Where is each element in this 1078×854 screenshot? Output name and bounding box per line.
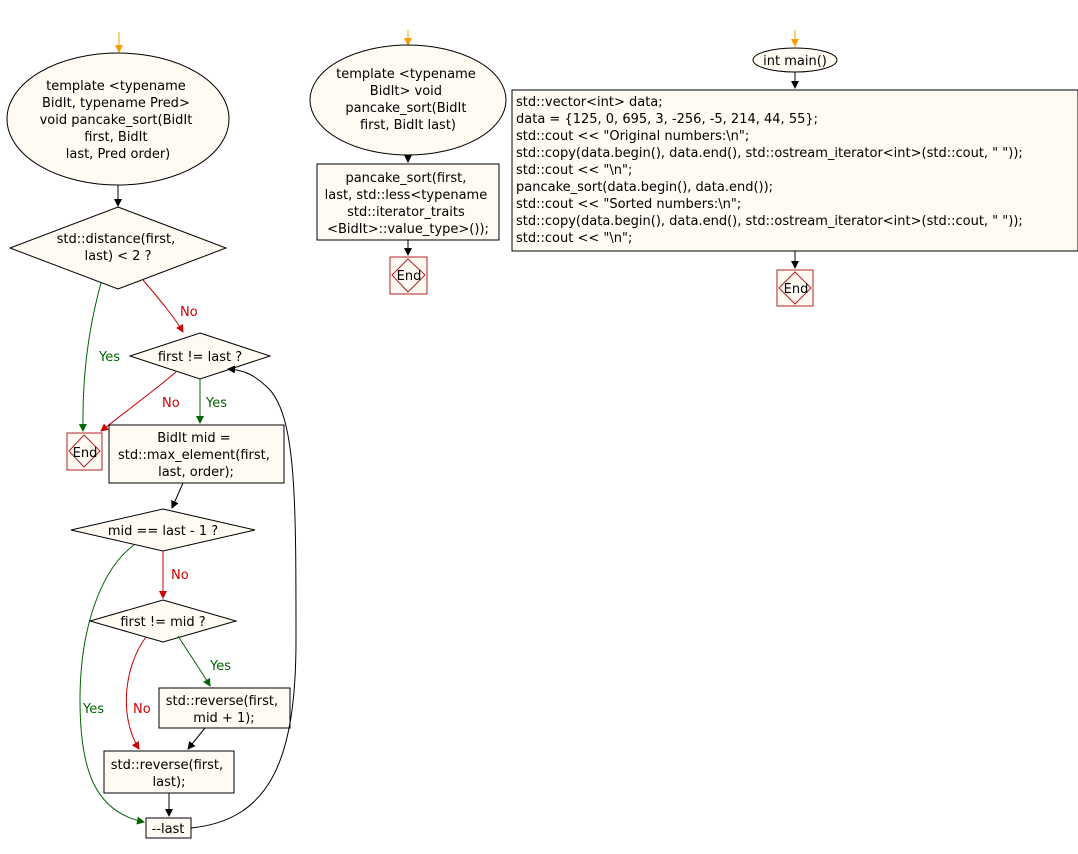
node-text-line: last, Pred order) (66, 147, 171, 162)
node-text-line: void pancake_sort(BidIt (40, 113, 193, 128)
node-text-line: first, BidIt last) (360, 118, 456, 133)
svg-text:std::distance(first, l: std::distance(first, last) < 2 ? (57, 232, 180, 264)
code-line: std::cout << "Sorted numbers:\n"; (516, 197, 741, 212)
node-text-line: mid + 1); (193, 711, 254, 726)
node-text-line: first != last ? (158, 350, 242, 365)
node-text-line: first, BidIt (84, 130, 147, 145)
start-node-pancake-sort-pred[interactable]: template <typename BidIt, typename Pred>… (6, 52, 230, 186)
code-line: pancake_sort(data.begin(), data.end()); (516, 180, 773, 195)
edge-label-no: No (180, 305, 198, 320)
edge-label-yes: Yes (82, 702, 104, 717)
edge-label-no: No (162, 396, 180, 411)
edge-label-yes: Yes (209, 659, 231, 674)
edge-label-no: No (171, 568, 189, 583)
code-line: std::vector<int> data; (516, 95, 663, 110)
edge-distance-yes (78, 282, 102, 432)
edge-loop-back (190, 365, 297, 829)
start-node-main[interactable]: int main() (752, 47, 838, 73)
code-line: std::cout << "\n"; (516, 231, 632, 246)
edge-label-no: No (133, 702, 151, 717)
svg-text:first != mid ?: first != mid ? (120, 615, 205, 630)
end-label: End (784, 282, 809, 297)
svg-text:std::vector<int> data;: std::vector<int> data; data = {125, 0, 6… (516, 95, 1027, 246)
decision-first-not-equal-mid[interactable]: first != mid ? (88, 599, 238, 643)
node-text-line: last) < 2 ? (85, 249, 152, 264)
decision-first-not-equal-last[interactable]: first != last ? (128, 332, 272, 380)
svg-text:mid == last - 1 ?: mid == last - 1 ? (108, 524, 218, 539)
edge-distance-no (142, 279, 184, 333)
node-text-line: mid == last - 1 ? (108, 524, 218, 539)
node-text-line: first != mid ? (120, 615, 205, 630)
end-label: End (397, 269, 422, 284)
decision-mid-equals-last-minus-1[interactable]: mid == last - 1 ? (70, 508, 256, 552)
edge-label-yes: Yes (205, 396, 227, 411)
node-text-line: std::reverse(first, (166, 694, 278, 709)
edge-first-mid-no (125, 636, 147, 750)
flowchart-middle: template <typename BidIt> void pancake_s… (309, 30, 507, 295)
svg-text:template <typename Bid: template <typename BidIt> void pancake_s… (336, 67, 480, 133)
svg-text:BidIt mid = std::max_e: BidIt mid = std::max_element(first, last… (118, 431, 274, 480)
svg-text:first != last ?: first != last ? (158, 350, 242, 365)
process-reverse-last[interactable]: std::reverse(first, last); (103, 750, 235, 794)
node-text-line: std::reverse(first, (111, 758, 223, 773)
node-text-line: template <typename (336, 67, 476, 82)
node-text-line: pancake_sort(first, (345, 171, 466, 186)
code-line: std::cout << "\n"; (516, 163, 632, 178)
edge-mid-to-decision (171, 482, 184, 509)
end-node-middle[interactable]: End (389, 256, 428, 295)
process-reverse-mid-plus-1[interactable]: std::reverse(first, mid + 1); (158, 687, 291, 729)
process-decrement-last[interactable]: --last (145, 817, 192, 839)
code-line: std::copy(data.begin(), data.end(), std:… (516, 146, 1023, 161)
node-text-line: std::max_element(first, (118, 448, 270, 463)
edge-reverse-mid-to-reverse-last (187, 727, 206, 750)
flowchart-left: template <typename BidIt, typename Pred>… (6, 32, 297, 839)
code-line: data = {125, 0, 695, 3, -256, -5, 214, 4… (516, 112, 818, 127)
node-text-line: last); (153, 775, 186, 790)
svg-text:std::reverse(first, mi: std::reverse(first, mid + 1); (166, 694, 283, 726)
node-text-line: BidIt mid = (157, 431, 230, 446)
decision-distance-less-than-2[interactable]: std::distance(first, last) < 2 ? (8, 206, 228, 290)
edge-label-yes: Yes (98, 350, 120, 365)
process-mid-max-element[interactable]: BidIt mid = std::max_element(first, last… (108, 424, 285, 484)
flowchart-right: int main() std::vector<int> data; data =… (511, 30, 1078, 307)
node-text-line: BidIt, typename Pred> (42, 96, 190, 111)
node-text-line: last, order); (158, 465, 234, 480)
svg-text:pancake_sort(first, la: pancake_sort(first, last, std::less<type… (325, 171, 492, 237)
code-line: std::copy(data.begin(), data.end(), std:… (516, 214, 1023, 229)
node-text-line: template <typename (46, 79, 186, 94)
edge-first-mid-yes (177, 635, 211, 687)
node-text-line: <BidIt>::value_type>()); (327, 222, 489, 237)
start-node-pancake-sort[interactable]: template <typename BidIt> void pancake_s… (309, 44, 507, 156)
node-text-line: pancake_sort(BidIt (345, 101, 466, 116)
process-main-body[interactable]: std::vector<int> data; data = {125, 0, 6… (511, 89, 1078, 252)
node-text-line: int main() (763, 54, 827, 69)
end-node-left[interactable]: End (66, 432, 103, 471)
node-text-line: --last (152, 822, 185, 837)
edge-mid-last-yes (79, 544, 145, 825)
node-text-line: std::iterator_traits (347, 205, 465, 220)
node-text-line: last, std::less<typename (325, 188, 488, 203)
end-label: End (73, 446, 98, 461)
node-text-line: std::distance(first, (57, 232, 176, 247)
svg-text:std::reverse(first, la: std::reverse(first, last); (111, 758, 228, 790)
process-call-pancake-sort-less[interactable]: pancake_sort(first, last, std::less<type… (316, 163, 500, 241)
node-text-line: BidIt> void (370, 84, 442, 99)
code-line: std::cout << "Original numbers:\n"; (516, 129, 749, 144)
end-node-right[interactable]: End (776, 269, 814, 307)
edge-first-last-no (100, 371, 177, 432)
svg-text:template <typename Bid: template <typename BidIt, typename Pred>… (40, 79, 197, 162)
